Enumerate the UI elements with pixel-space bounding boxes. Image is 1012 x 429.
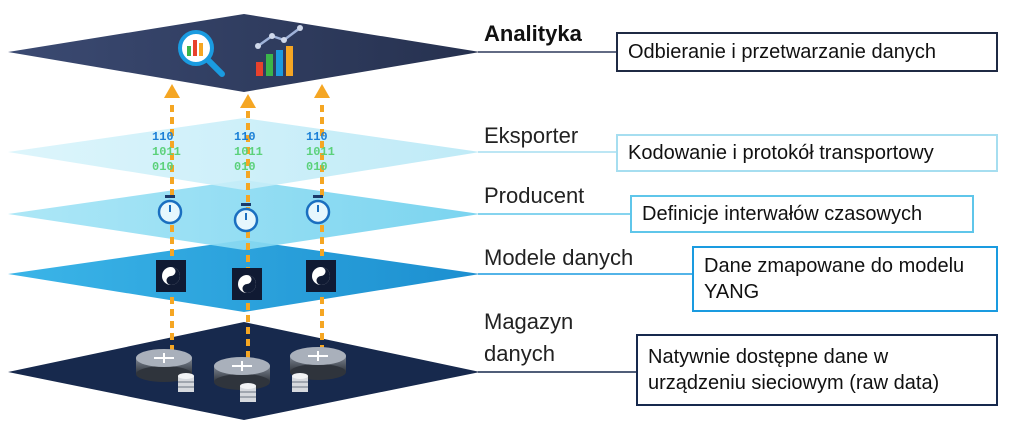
- database-icon: [178, 373, 194, 392]
- layer-label-exporter: Eksporter: [484, 123, 579, 148]
- stopwatch-icon: [305, 195, 331, 225]
- binary-line: 110: [234, 130, 256, 144]
- flow-arrow-head: [314, 84, 330, 98]
- stopwatch-icon: [233, 203, 259, 233]
- binary-line: 1011: [306, 145, 335, 159]
- binary-line: 110: [152, 130, 174, 144]
- description-models: Dane zmapowane do modelu YANG: [692, 246, 998, 312]
- analytics-magnifier-icon: [178, 30, 225, 77]
- description-analytics: Odbieranie i przetwarzanie danych: [616, 32, 998, 72]
- layer-label-models: Modele danych: [484, 245, 634, 270]
- binary-line: 010: [152, 160, 174, 174]
- database-icon: [292, 373, 308, 392]
- description-producer: Definicje interwałów czasowych: [630, 195, 974, 233]
- binary-line: 010: [234, 160, 256, 174]
- description-exporter: Kodowanie i protokół transportowy: [616, 134, 998, 172]
- binary-data-icon: 110 1011 010: [152, 130, 181, 174]
- router-icon: [290, 347, 346, 380]
- layer-label-producer: Producent: [484, 183, 585, 208]
- binary-data-icon: 110 1011 010: [306, 130, 335, 174]
- bar-line-chart-icon: [255, 25, 303, 76]
- binary-line: 1011: [152, 145, 181, 159]
- flow-arrow-head: [164, 84, 180, 98]
- layer-label-storage: Magazyn danych: [484, 309, 574, 366]
- yin-yang-icon: [306, 260, 336, 292]
- yin-yang-icon: [156, 260, 186, 292]
- database-icon: [240, 383, 256, 402]
- exporter-layer-plane: [8, 118, 480, 190]
- binary-line: 010: [306, 160, 328, 174]
- layer-label-analytics: Analityka: [484, 21, 582, 46]
- analytics-layer-plane: [8, 14, 480, 92]
- binary-line: 1011: [234, 145, 263, 159]
- binary-data-icon: 110 1011 010: [234, 130, 263, 174]
- binary-line: 110: [306, 130, 328, 144]
- description-storage: Natywnie dostępne dane w urządzeniu siec…: [636, 334, 998, 406]
- router-icon: [136, 349, 192, 382]
- yin-yang-icon: [232, 268, 262, 300]
- flow-arrow-head: [240, 94, 256, 108]
- stopwatch-icon: [157, 195, 183, 225]
